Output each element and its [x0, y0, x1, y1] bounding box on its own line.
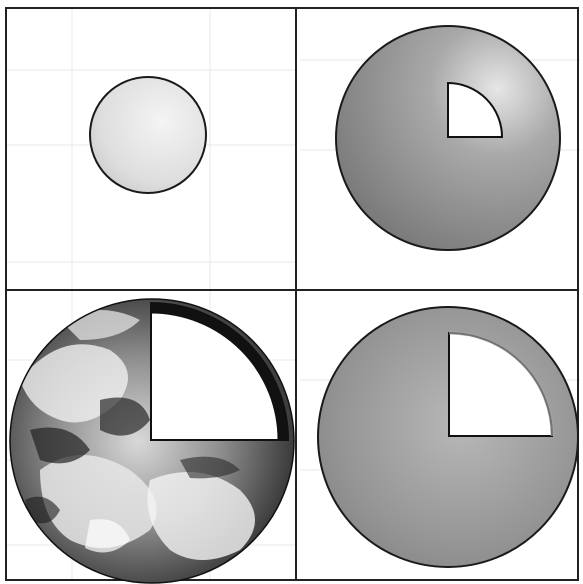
- panel-top-left: [90, 77, 206, 193]
- small-sphere: [90, 77, 206, 193]
- panel-bottom-right: [318, 307, 578, 567]
- panel-bottom-left: [10, 299, 294, 583]
- panel-top-right: [336, 26, 560, 250]
